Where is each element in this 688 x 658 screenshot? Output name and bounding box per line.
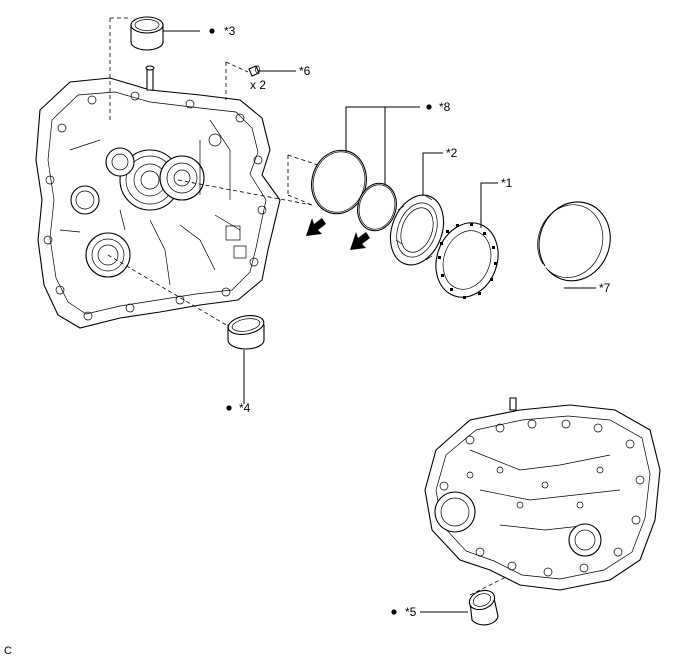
assembly-guide-lines [107,17,581,596]
callout-6: *6 [299,64,311,78]
piston-2 [389,194,445,266]
snap-ring-7 [537,201,611,282]
callout-7: *7 [599,281,611,295]
figure-code: C [4,645,12,657]
callout-3: *3 [224,24,236,38]
oil-seal-4 [227,315,265,350]
oil-seal-3 [130,16,164,51]
oil-seal-5 [468,589,499,626]
callout-5: *5 [405,605,417,619]
quantity-label: x 2 [250,78,266,92]
transaxle-assembly-right [424,397,661,591]
dowel-pin-6 [248,65,260,77]
transaxle-case-left [35,65,281,329]
bullet-dot-icon [426,104,432,110]
clutch-plate-1 [435,222,499,299]
apply-direction-arrow-icon [306,218,326,236]
bullet-dot-icon [391,609,397,615]
callout-4: *4 [239,401,251,415]
bullet-dot-icon [226,405,232,411]
callout-2: *2 [446,146,458,160]
callout-1: *1 [501,176,513,190]
apply-direction-arrow-icon [350,232,370,250]
bullet-dot-icon [209,28,215,34]
o-ring-8 [311,149,397,232]
callout-8: *8 [439,100,451,114]
